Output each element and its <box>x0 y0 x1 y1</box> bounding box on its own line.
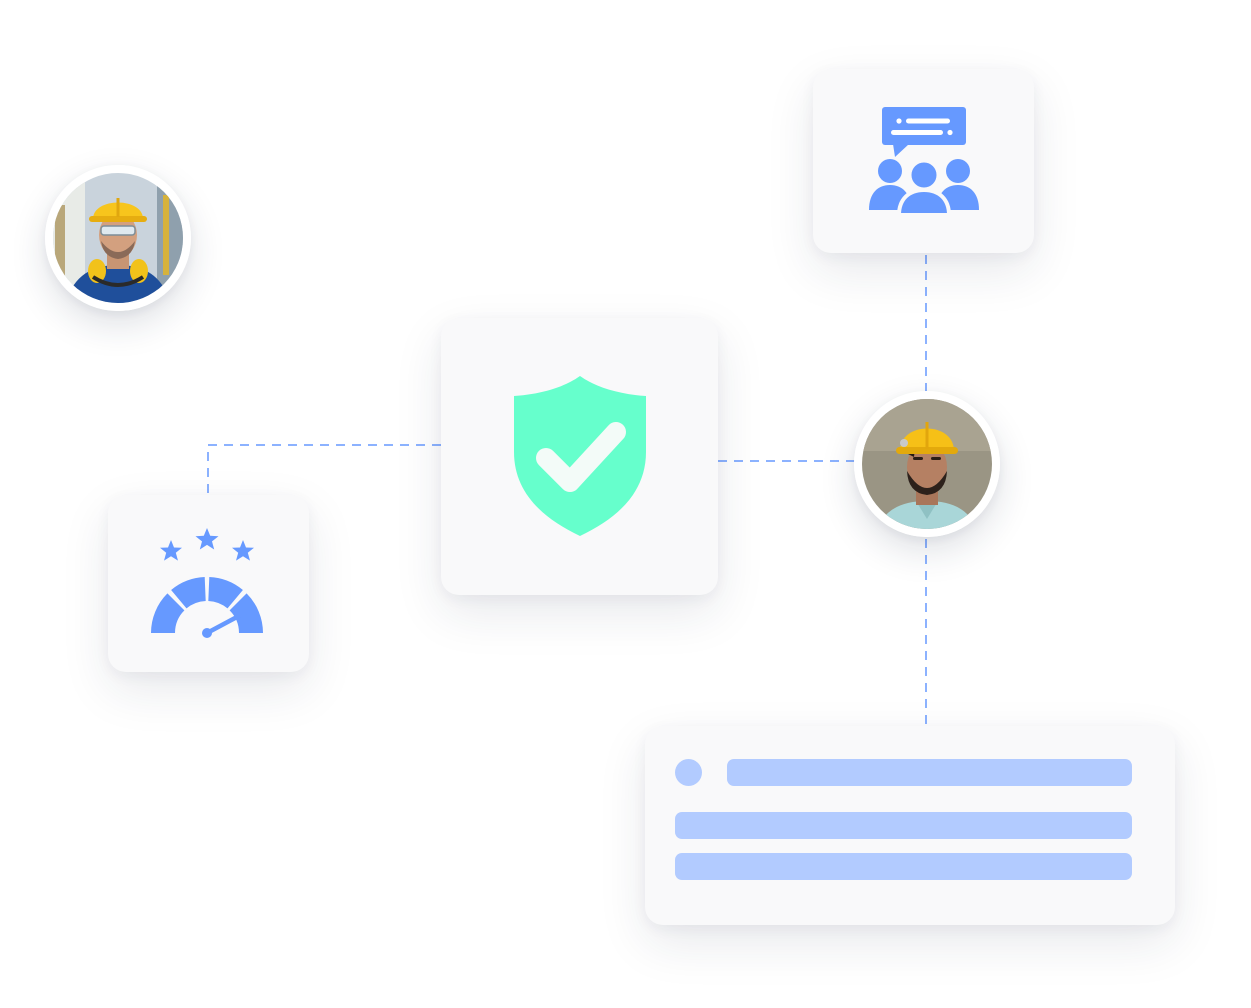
rating-gauge-icon <box>150 527 263 638</box>
shield-card <box>441 318 718 595</box>
list-line-placeholder <box>675 812 1132 839</box>
star-icon-right <box>231 539 254 561</box>
star-icon-left <box>159 539 182 561</box>
shield-check-icon <box>513 375 646 536</box>
connector-gauge-to-shield <box>207 444 441 493</box>
list-avatar-placeholder <box>675 759 702 786</box>
team-meeting-icon <box>868 107 979 215</box>
worker-avatar-2 <box>854 391 1000 537</box>
list-line-placeholder <box>727 759 1132 786</box>
worker-avatar-1 <box>45 165 191 311</box>
worker-photo-2 <box>854 391 1000 537</box>
rating-card <box>108 495 309 672</box>
worker-photo-1 <box>45 165 191 311</box>
list-card <box>645 726 1175 925</box>
meeting-card <box>813 69 1034 253</box>
list-line-placeholder <box>675 853 1132 880</box>
star-icon-center <box>195 527 218 549</box>
